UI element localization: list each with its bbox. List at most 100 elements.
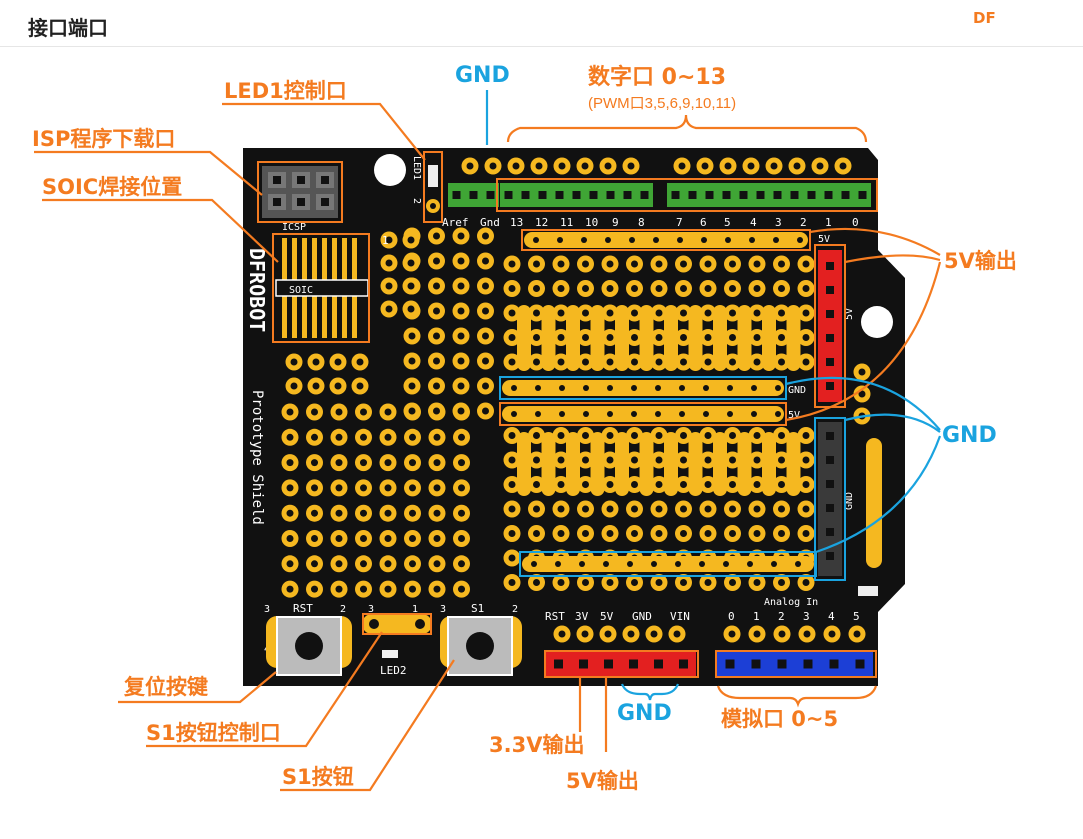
led2-part (382, 650, 398, 658)
pad-hole (385, 305, 393, 313)
pad-hole (559, 385, 565, 391)
pad-hole (680, 432, 687, 439)
pad-hole (582, 432, 589, 439)
pad-hole (409, 560, 416, 568)
power-header-pin (554, 659, 563, 669)
pad-hole (533, 309, 540, 317)
callout-lines (34, 90, 942, 792)
icsp-pin (321, 198, 329, 206)
pad-hole (753, 432, 761, 439)
analog-header-pin (777, 659, 787, 669)
digital-header-pin (824, 191, 833, 199)
analog-header-body (717, 652, 873, 676)
digital-header-pin (640, 191, 649, 199)
pad-hole (631, 505, 638, 513)
pad-hole (704, 579, 712, 586)
pad-hole (606, 432, 614, 439)
pad-hole (433, 484, 441, 492)
pad-hole (631, 334, 638, 341)
digital-header-pin (521, 191, 530, 199)
isp-label: ISP程序下载口 (32, 127, 175, 151)
black-header-pin (826, 528, 834, 536)
pin-label: 3V (575, 610, 589, 623)
pad-hole (727, 385, 733, 391)
pad-hole (433, 357, 440, 365)
soic-silk: SOIC (289, 285, 313, 296)
pad-hole (335, 408, 343, 416)
power-header-pin (604, 659, 613, 669)
pad-hole (631, 481, 638, 488)
analog-header-pin (829, 659, 839, 669)
led1-pin-silk: 2 (411, 198, 422, 204)
pad-hole (704, 505, 712, 513)
pad-hole (606, 358, 614, 366)
pad-hole (627, 162, 635, 170)
pad-hole (559, 411, 565, 417)
led1-control-port (423, 151, 443, 223)
pad-hole (778, 285, 785, 292)
pad-strip (688, 432, 703, 496)
pad-hole (557, 237, 563, 243)
digital-sub-label: (PWM口3,5,6,9,10,11) (588, 95, 736, 112)
pad-hole (508, 334, 516, 341)
pad-strip (541, 432, 556, 496)
pad-hole (508, 432, 516, 439)
sel-pin-1: 1 (412, 604, 418, 615)
led1-silk: LED1 (411, 156, 422, 180)
digital-header-pin (756, 191, 765, 199)
pad-hole (384, 459, 392, 467)
pad-hole (408, 357, 416, 365)
pad-hole (286, 585, 294, 593)
pad-hole (753, 530, 761, 537)
pad-hole (655, 530, 663, 537)
pad-hole (704, 432, 712, 439)
pad-hole (511, 411, 517, 417)
pad-hole (753, 579, 761, 586)
digital-highlight (496, 178, 878, 212)
pad-hole (286, 535, 294, 542)
pad-hole (727, 411, 733, 417)
pad-hole (312, 358, 320, 366)
digital-header-pin (452, 191, 461, 199)
pad-hole (482, 407, 489, 415)
pin-label: 2 (778, 610, 785, 623)
pad-hole (433, 585, 441, 593)
reset-key-label: 复位按键 (123, 675, 208, 699)
pad-hole (579, 561, 585, 567)
soic-pad (342, 238, 347, 280)
pad-hole (482, 307, 489, 315)
soic-pad (332, 238, 337, 280)
pin-label: 3 (775, 216, 782, 229)
pad-hole (409, 459, 416, 467)
pad-grid (281, 157, 882, 643)
red-header-pin (826, 334, 834, 342)
rail-5v-top-silk: 5V (818, 234, 830, 245)
pad-hole (753, 481, 761, 488)
pad-hole (311, 560, 318, 568)
pad-hole (557, 530, 565, 537)
icsp-pin (321, 176, 329, 184)
s1-pin-2: 2 (512, 604, 518, 615)
pad-hole (858, 390, 866, 398)
pad-hole (433, 433, 441, 441)
pad-hole (853, 630, 861, 638)
pad-hole (747, 561, 753, 567)
pad-hole (778, 358, 785, 366)
pad-strip (541, 305, 556, 371)
pad-hole (384, 535, 392, 542)
pad-hole (407, 282, 415, 290)
pad-hole (311, 408, 318, 416)
digital-label: 数字口 0~13 (588, 64, 726, 90)
pad-hole (360, 560, 367, 568)
power-header-pin (679, 659, 688, 669)
pad-hole (457, 382, 465, 390)
pad-rail (502, 380, 784, 396)
gnd-header-highlight (814, 417, 846, 581)
pad-hole (558, 630, 566, 638)
pad-hole (384, 585, 392, 593)
s1-button (440, 616, 522, 676)
pad-hole (583, 385, 589, 391)
pad-hole (457, 407, 465, 415)
